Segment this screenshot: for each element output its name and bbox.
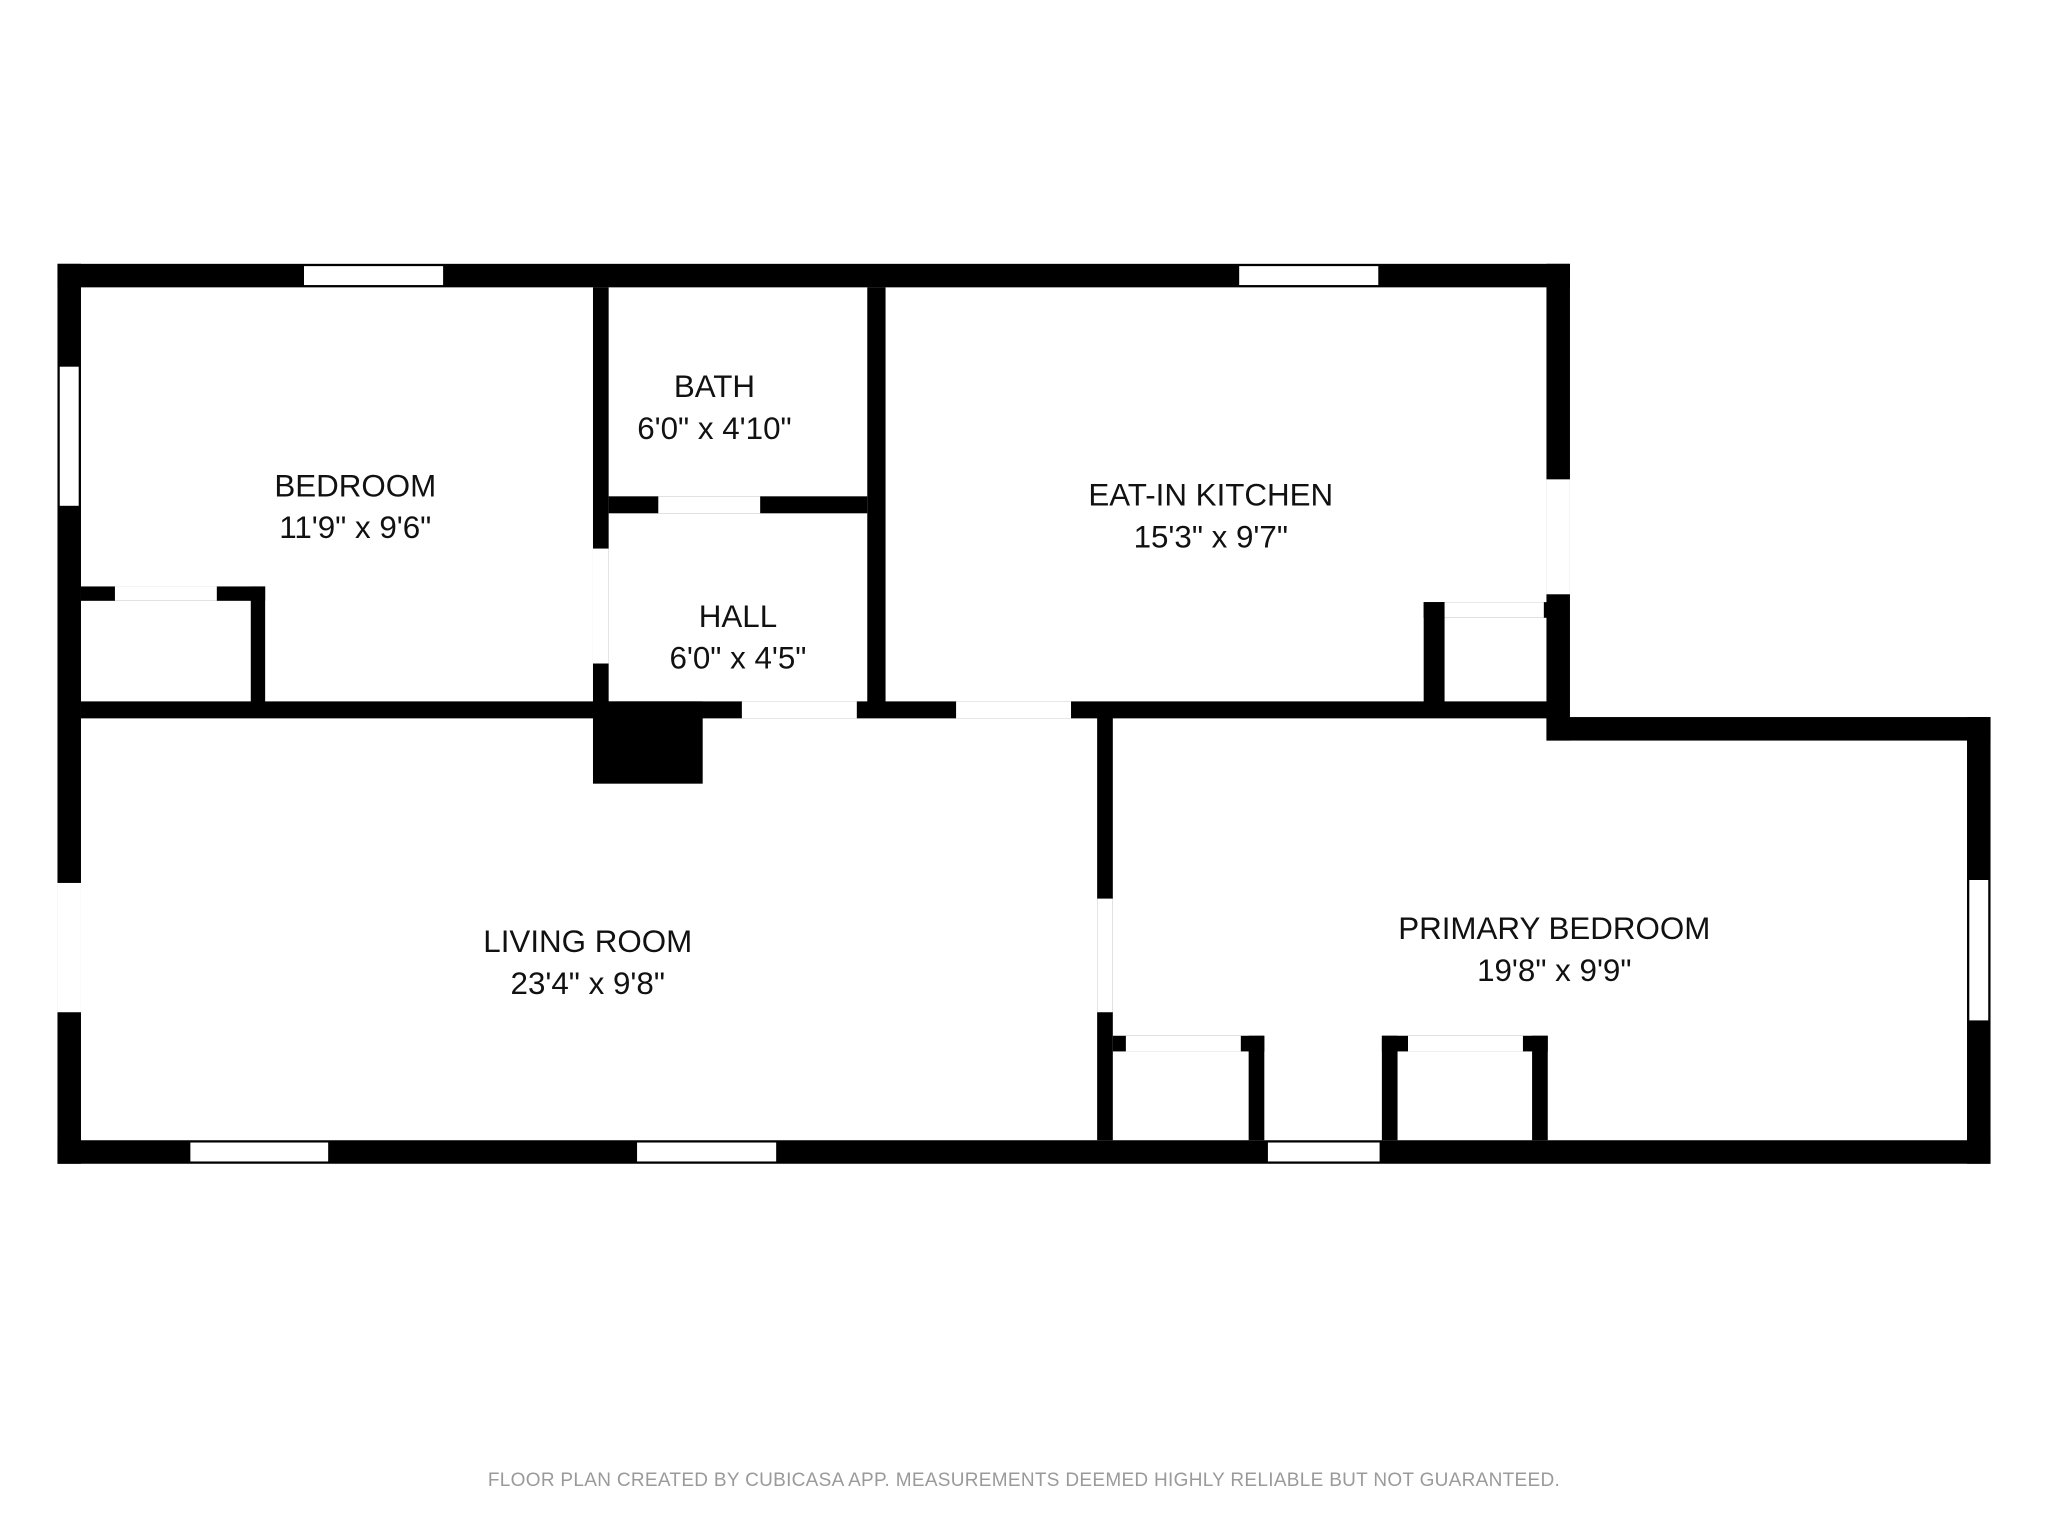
openings [57,479,1570,1052]
room-name: BATH [674,369,755,404]
room-dimensions: 6'0" x 4'10" [637,411,791,446]
chimney [592,701,703,784]
window [57,364,81,508]
disclaimer-footer: FLOOR PLAN CREATED BY CUBICASA APP. MEAS… [487,1470,1561,1491]
room-dimensions: 19'8" x 9'9" [1477,953,1631,988]
window [635,1140,779,1164]
room-dimensions: 23'4" x 9'8" [511,966,665,1001]
window [188,1140,331,1164]
room-dimensions: 6'0" x 4'5" [669,641,806,676]
room-dimensions: 15'3" x 9'7" [1134,519,1288,554]
room-name: BEDROOM [274,468,436,503]
room-labels: BEDROOM 11'9" x 9'6" BATH 6'0" x 4'10" E… [274,369,1710,1001]
windows [57,264,1991,1164]
room-name: EAT-IN KITCHEN [1088,477,1333,512]
room-dimensions: 11'9" x 9'6" [279,510,431,545]
room-name: LIVING ROOM [483,924,692,959]
window [1265,1140,1382,1164]
window [302,264,446,288]
room-name: HALL [699,599,777,634]
window [1967,878,1991,1023]
window [1237,264,1381,288]
room-name: PRIMARY BEDROOM [1398,911,1710,946]
